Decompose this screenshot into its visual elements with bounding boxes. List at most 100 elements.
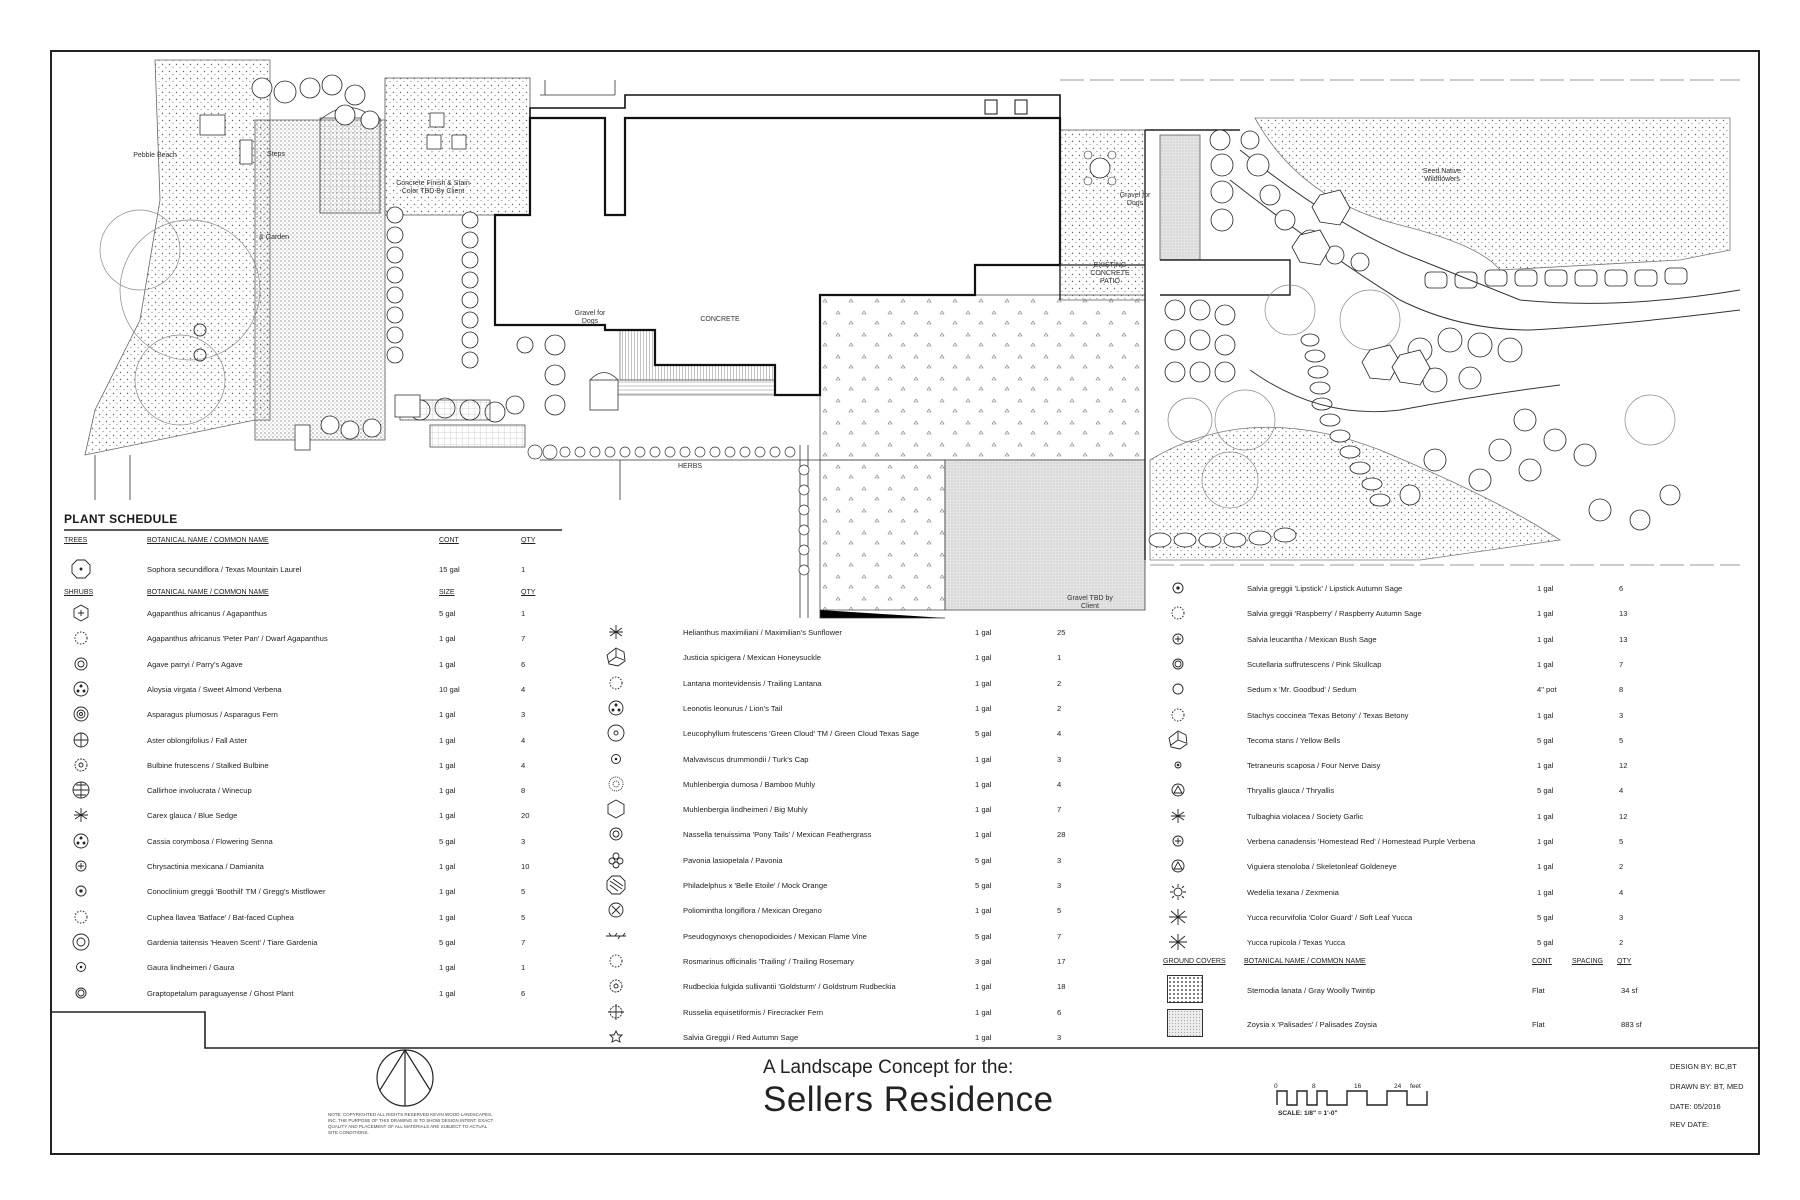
plant-size: 1 gal [975, 628, 992, 637]
plant-symbol [603, 1027, 629, 1047]
plant-symbol [1165, 705, 1191, 725]
pebble-beach-label: Pebble Beach [133, 152, 177, 159]
plant-symbol [603, 824, 629, 844]
plant-size: 1 gal [975, 982, 992, 992]
north-arrow-icon [376, 1048, 434, 1107]
plant-name: Stemodia lanata / Gray Woolly Twintip [1247, 986, 1376, 995]
plant-size: 1 gal [1537, 609, 1554, 619]
plant-name: Asparagus plumosus / Asparagus Fern [147, 710, 278, 720]
plant-name: Cuphea llavea 'Batface' / Bat-faced Cuph… [147, 912, 294, 922]
plant-name: Tetraneuris scaposa / Four Nerve Daisy [1247, 761, 1381, 771]
plant-qty: 2 [1057, 678, 1062, 688]
plant-symbol [1165, 730, 1191, 750]
plant-size: 1 gal [1537, 761, 1554, 771]
plant-qty: 12 [1619, 811, 1628, 821]
plant-size: 1 gal [975, 1007, 992, 1017]
plant-symbol [68, 932, 94, 952]
native-wildflower-area [1254, 117, 1731, 271]
plant-symbol [603, 647, 629, 667]
plant-qty: 1 [1057, 653, 1062, 663]
dotted-circle-icon [609, 954, 623, 968]
plant-symbol [68, 603, 94, 623]
plant-symbol [68, 730, 94, 750]
schedule-row: Pseudogynoxys chenopodioides / Mexican F… [603, 926, 1083, 946]
plant-symbol [1165, 856, 1191, 876]
plant-qty: 18 [1057, 982, 1066, 992]
burst-icon [74, 758, 88, 772]
schedule-row: Yucca recurvifolia 'Color Guard' / Soft … [1165, 907, 1645, 927]
plant-symbol [603, 749, 629, 769]
fern-icon [608, 1003, 624, 1020]
plant-qty: 5 [1619, 735, 1624, 745]
plant-symbol [68, 983, 94, 1003]
botanical-header: BOTANICAL NAME / COMMON NAME [147, 537, 269, 544]
plant-qty: 20 [521, 811, 530, 821]
rev-date: REV DATE: [1670, 1120, 1710, 1129]
planting-beds-left [251, 74, 566, 440]
plant-symbol [68, 704, 94, 724]
plant-name: Callirhoe involucrata / Winecup [147, 786, 252, 796]
plant-qty: 8 [521, 786, 526, 796]
plant-name: Rosmarinus officinalis 'Trailing' / Trai… [683, 956, 854, 966]
plant-size: 1 gal [439, 659, 456, 669]
plant-size: 15 gal [439, 565, 460, 574]
plant-qty: 10 [521, 862, 530, 871]
clover-icon [608, 852, 624, 869]
asterisk-icon [1171, 808, 1185, 823]
plain-circle-icon [1172, 683, 1184, 695]
plant-qty: 12 [1619, 761, 1628, 771]
plant-name: Tecoma stans / Yellow Bells [1247, 735, 1341, 745]
schedule-row: Nassella tenuissima 'Pony Tails' / Mexic… [603, 824, 1083, 844]
plant-size: 1 gal [439, 811, 456, 821]
plant-symbol [68, 780, 94, 800]
scale-tick-0: 0 [1274, 1083, 1278, 1090]
plant-symbol [603, 723, 629, 743]
size-header: SIZE [439, 589, 455, 596]
plant-symbol [1165, 907, 1191, 927]
plant-cont: Flat [1532, 986, 1545, 995]
schedule-row: Justicia spicigera / Mexican Honeysuckle… [603, 647, 1083, 667]
plant-qty: 17 [1057, 956, 1066, 966]
grid-circle-icon [72, 781, 90, 799]
plant-size: 1 gal [439, 760, 456, 770]
plant-name: Leucophyllum frutescens 'Green Cloud' TM… [683, 729, 920, 739]
plant-qty: 5 [1619, 837, 1624, 846]
plant-qty: 3 [1619, 912, 1624, 922]
scale-bar [1276, 1090, 1428, 1106]
schedule-row: Stachys coccinea 'Texas Betony' / Texas … [1165, 705, 1645, 725]
plant-size: 1 gal [1537, 634, 1554, 644]
hatched-octagon-icon [606, 875, 626, 895]
plant-name: Philadelphus x 'Belle Etoile' / Mock Ora… [683, 881, 828, 890]
plant-size: 3 gal [975, 956, 992, 966]
plant-name: Salvia Greggii / Red Autumn Sage [683, 1032, 799, 1042]
plant-qty: 7 [521, 634, 526, 644]
plant-name: Tulbaghia violacea / Society Garlic [1247, 811, 1364, 821]
plant-name: Agapanthus africanus 'Peter Pan' / Dwarf… [147, 634, 328, 644]
garden-label: & Garden [259, 234, 289, 241]
plus-circle-icon [1172, 835, 1184, 847]
plant-size: 1 gal [1537, 837, 1554, 846]
schedule-row: Lantana montevidensis / Trailing Lantana… [603, 673, 1083, 693]
stepping-stone-path [1148, 267, 1688, 548]
plant-qty: 8 [1619, 685, 1624, 695]
plant-size: 1 gal [975, 1032, 992, 1042]
ground-covers-header: GROUND COVERS [1163, 958, 1226, 965]
yucca-icon [1169, 908, 1187, 925]
plant-name: Russelia equisetiformis / Firecracker Fe… [683, 1007, 824, 1017]
dot-circle-icon [1172, 582, 1184, 594]
plant-size: 5 gal [1537, 786, 1554, 796]
schedule-row: Sophora secundiflora / Texas Mountain La… [68, 559, 548, 579]
schedule-row: Agapanthus africanus 'Peter Pan' / Dwarf… [68, 628, 548, 648]
plant-name: Aloysia virgata / Sweet Almond Verbena [147, 684, 282, 694]
design-by: DESIGN BY: BC,BT [1670, 1062, 1737, 1071]
plant-symbol [68, 907, 94, 927]
schedule-row: Conoclinium greggii 'Boothill' TM / Greg… [68, 881, 548, 901]
plant-name: Bulbine frutescens / Stalked Bulbine [147, 760, 269, 770]
dotted-circle-icon [74, 631, 88, 645]
plant-name: Rudbeckia fulgida sullivantii 'Goldsturm… [683, 982, 896, 992]
